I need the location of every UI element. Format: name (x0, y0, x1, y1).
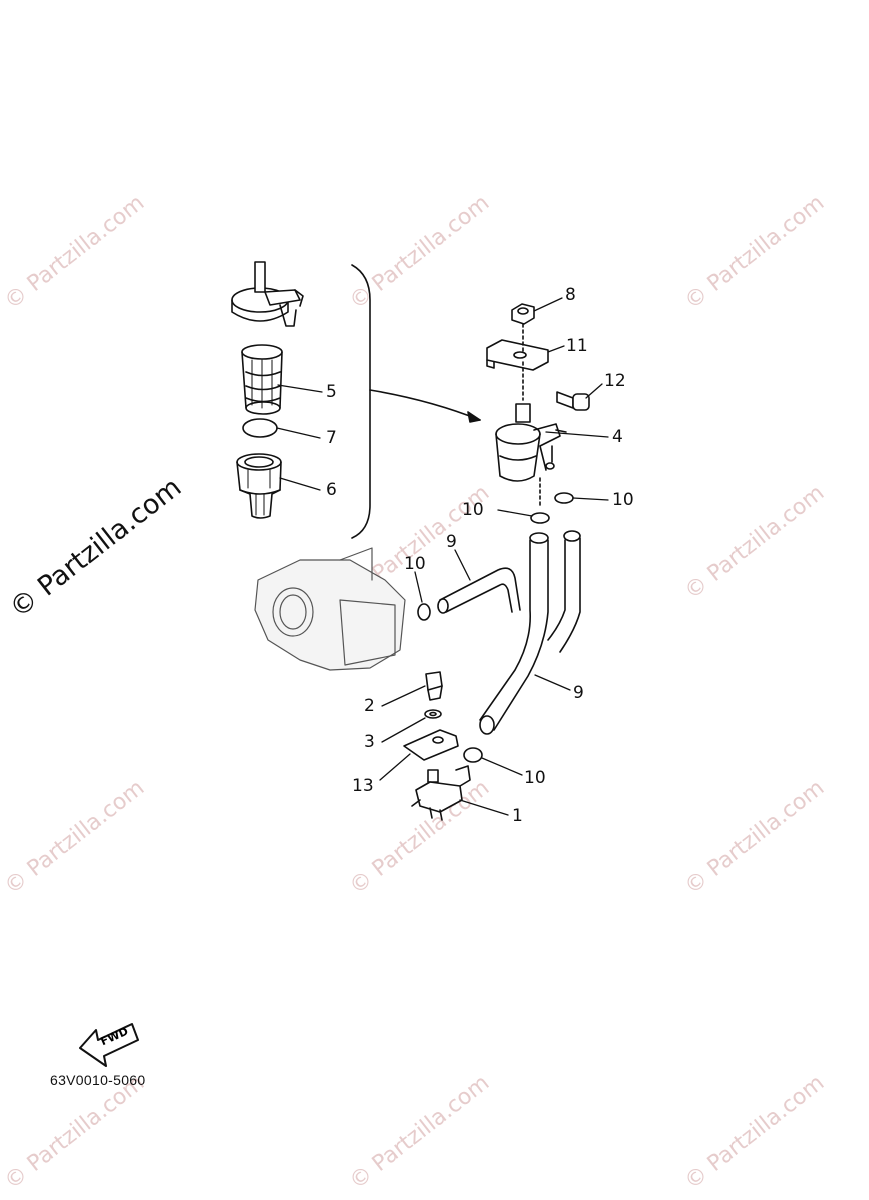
o-ring-part (242, 418, 278, 438)
clamp-part (554, 492, 574, 504)
assembly-bracket (351, 264, 371, 539)
filter-cap-part (231, 261, 304, 327)
fuel-filter-part (495, 403, 567, 482)
callout-number: 10 (612, 490, 634, 510)
callout-number: 10 (524, 768, 546, 788)
callout-number: 3 (364, 732, 375, 752)
clamp-part (417, 603, 431, 621)
fuel-pump-part (411, 765, 471, 821)
filter-element-part (241, 344, 283, 415)
nut-part (511, 303, 535, 325)
bracket-plate-part (403, 729, 459, 761)
callout-number: 2 (364, 696, 375, 716)
callout-number: 9 (446, 532, 457, 552)
leader-lines (276, 297, 609, 816)
filter-cup-part (236, 453, 282, 519)
screw-part (425, 671, 443, 701)
callout-number: 6 (326, 480, 337, 500)
washer-part (424, 709, 442, 719)
clamp-part (463, 747, 483, 763)
assembly-pointer-line (369, 389, 481, 421)
callout-number: 8 (565, 285, 576, 305)
callout-number: 9 (573, 683, 584, 703)
callout-number: 5 (326, 382, 337, 402)
fuel-hose-part (479, 530, 581, 735)
fwd-arrow-icon (79, 1023, 139, 1067)
fuel-hose-part (437, 567, 521, 614)
callout-number: 4 (612, 427, 623, 447)
clip-part (486, 339, 549, 371)
callout-number: 12 (604, 371, 626, 391)
callout-number: 10 (462, 500, 484, 520)
clamp-part (530, 512, 550, 524)
callout-number: 1 (512, 806, 523, 826)
callout-number: 13 (352, 776, 374, 796)
callout-number: 7 (326, 428, 337, 448)
diagram-code: 63V0010-5060 (50, 1072, 146, 1088)
assembly-pointer-arrow (467, 411, 481, 423)
callout-number: 11 (566, 336, 588, 356)
callout-number: 10 (404, 554, 426, 574)
bolt-part (556, 391, 590, 411)
carburetor-part (254, 547, 406, 671)
